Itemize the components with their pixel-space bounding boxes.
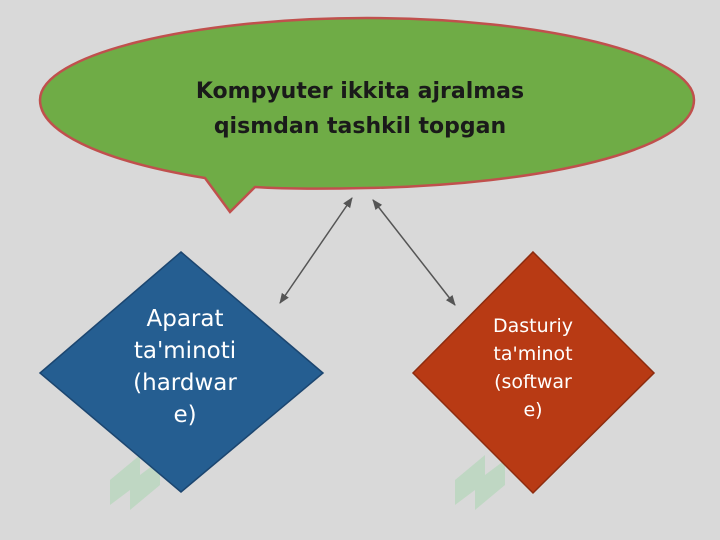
software-diamond <box>411 250 656 495</box>
callout-bubble <box>38 16 696 214</box>
hardware-diamond <box>38 251 325 493</box>
callout-text: Kompyuter ikkita ajralmas qismdan tashki… <box>195 79 525 139</box>
hardware-label: Aparat ta'minoti (hardwar e) <box>133 306 237 428</box>
arrow-to-software <box>372 199 456 306</box>
arrow-to-hardware <box>279 197 353 304</box>
software-label: Dasturiy ta'minot (softwar e) <box>493 315 573 421</box>
